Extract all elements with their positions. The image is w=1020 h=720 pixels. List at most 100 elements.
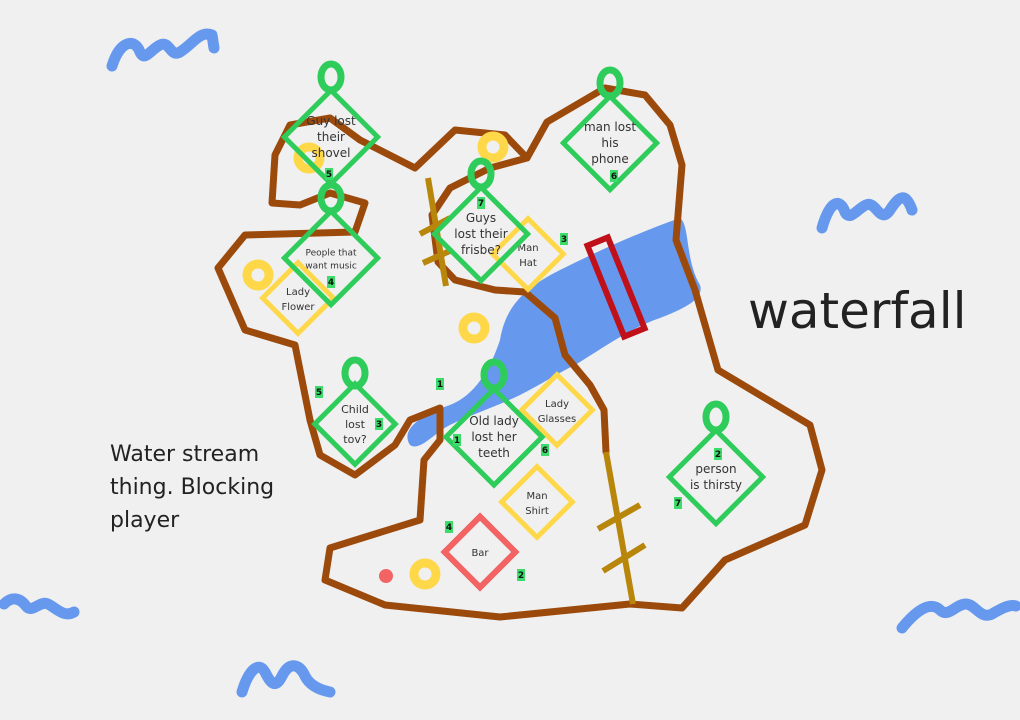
number-badge: 2 xyxy=(517,569,525,581)
npc-label: Flower xyxy=(281,302,315,313)
location-pin-icon xyxy=(467,157,495,191)
badge-number: 2 xyxy=(518,571,524,581)
badge-number: 6 xyxy=(542,446,548,456)
npc-diamond xyxy=(489,215,567,293)
quest-number: 2 xyxy=(715,450,721,460)
location-pin-icon xyxy=(702,400,730,434)
wave-squiggle xyxy=(896,598,1020,634)
npc-label: Man xyxy=(526,491,547,502)
npc-label: Shirt xyxy=(525,506,549,517)
npc-label: Lady xyxy=(286,287,310,298)
quest-label: person xyxy=(695,462,736,476)
badge-number: 3 xyxy=(561,235,567,245)
badge-number: 1 xyxy=(437,380,443,390)
note-line: player xyxy=(110,508,180,533)
quest-diamond xyxy=(442,385,546,489)
water-stream xyxy=(407,218,701,447)
quest-label: teeth xyxy=(478,446,510,460)
wave-squiggle xyxy=(236,660,336,698)
quest-label: lost xyxy=(345,418,366,431)
quest-shovel[interactable]: Guy lost their shovel 5 xyxy=(280,60,382,188)
quest-diamond xyxy=(280,207,382,309)
waterfall-block xyxy=(583,233,649,341)
badge-bg xyxy=(436,378,444,390)
note-line: thing. Blocking xyxy=(110,475,275,500)
quest-number: 5 xyxy=(326,170,332,180)
location-pin-icon xyxy=(341,356,369,390)
quest-label: his xyxy=(601,136,618,150)
quest-diamond xyxy=(280,86,382,188)
quest-number: 1 xyxy=(454,436,460,446)
npc-diamond xyxy=(498,463,576,541)
quest-teeth[interactable]: Old lady lost her teeth 1 xyxy=(442,358,546,489)
quest-label: man lost xyxy=(584,120,636,134)
red-dot xyxy=(379,569,393,583)
quest-number-badge xyxy=(610,170,618,182)
quest-label: Child xyxy=(341,403,369,416)
yellow-ring-marker xyxy=(293,142,325,174)
number-badge: 4 xyxy=(445,521,453,533)
quest-label: lost her xyxy=(471,430,516,444)
quest-label: want music xyxy=(305,262,357,272)
location-pin-icon xyxy=(317,60,345,94)
note-line: Water stream xyxy=(110,442,260,467)
quest-number-badge xyxy=(375,418,383,430)
yellow-ring-marker xyxy=(409,558,441,590)
wave-squiggle xyxy=(106,28,220,72)
quest-number: 4 xyxy=(328,278,334,288)
road-crossbar xyxy=(596,502,642,532)
quest-number-badge xyxy=(327,276,335,288)
npc-diamond xyxy=(518,371,596,449)
wave-squiggle xyxy=(816,192,918,234)
bar-marker[interactable]: Bar xyxy=(440,512,520,592)
location-pin-icon xyxy=(480,358,508,392)
road-crossbar xyxy=(601,542,647,574)
number-badge: 6 xyxy=(541,444,549,456)
water-stream-note: Water stream thing. Blocking player xyxy=(110,438,274,537)
badge-number: 5 xyxy=(316,388,322,398)
road xyxy=(603,451,636,605)
waterfall-label: waterfall xyxy=(748,282,967,340)
bar-label: Bar xyxy=(471,548,489,559)
quest-label: their xyxy=(317,130,345,144)
inner-path xyxy=(428,154,610,456)
wave-squiggle xyxy=(0,593,80,620)
number-badge: 3 xyxy=(560,233,568,245)
island-coastline xyxy=(214,84,826,621)
quest-label: frisbe? xyxy=(461,243,501,257)
badge-bg xyxy=(560,233,568,245)
location-pin-icon xyxy=(317,181,345,215)
quest-label: Guy lost xyxy=(306,114,356,128)
badge-bg xyxy=(445,521,453,533)
quest-diamond xyxy=(559,92,661,194)
quest-thirsty[interactable]: person is thirsty 2 xyxy=(665,400,767,528)
road-crossbar xyxy=(421,247,454,266)
npc-diamond xyxy=(259,259,337,337)
quest-label: shovel xyxy=(311,146,350,160)
badge-bg xyxy=(674,497,682,509)
quest-label: is thirsty xyxy=(690,478,742,492)
quest-diamond xyxy=(311,380,399,468)
quest-label: Old lady xyxy=(469,414,519,428)
quest-number: 6 xyxy=(611,172,617,182)
quest-diamond xyxy=(665,426,767,528)
location-pin-icon xyxy=(596,66,624,100)
badge-bg xyxy=(315,386,323,398)
yellow-ring-marker xyxy=(242,259,274,291)
quest-number: 3 xyxy=(376,420,382,430)
npc-label: Hat xyxy=(519,258,537,269)
yellow-ring-marker xyxy=(458,312,490,344)
npc-label: Glasses xyxy=(538,414,576,425)
number-badge: 5 xyxy=(315,386,323,398)
quest-number-badge xyxy=(453,434,461,446)
